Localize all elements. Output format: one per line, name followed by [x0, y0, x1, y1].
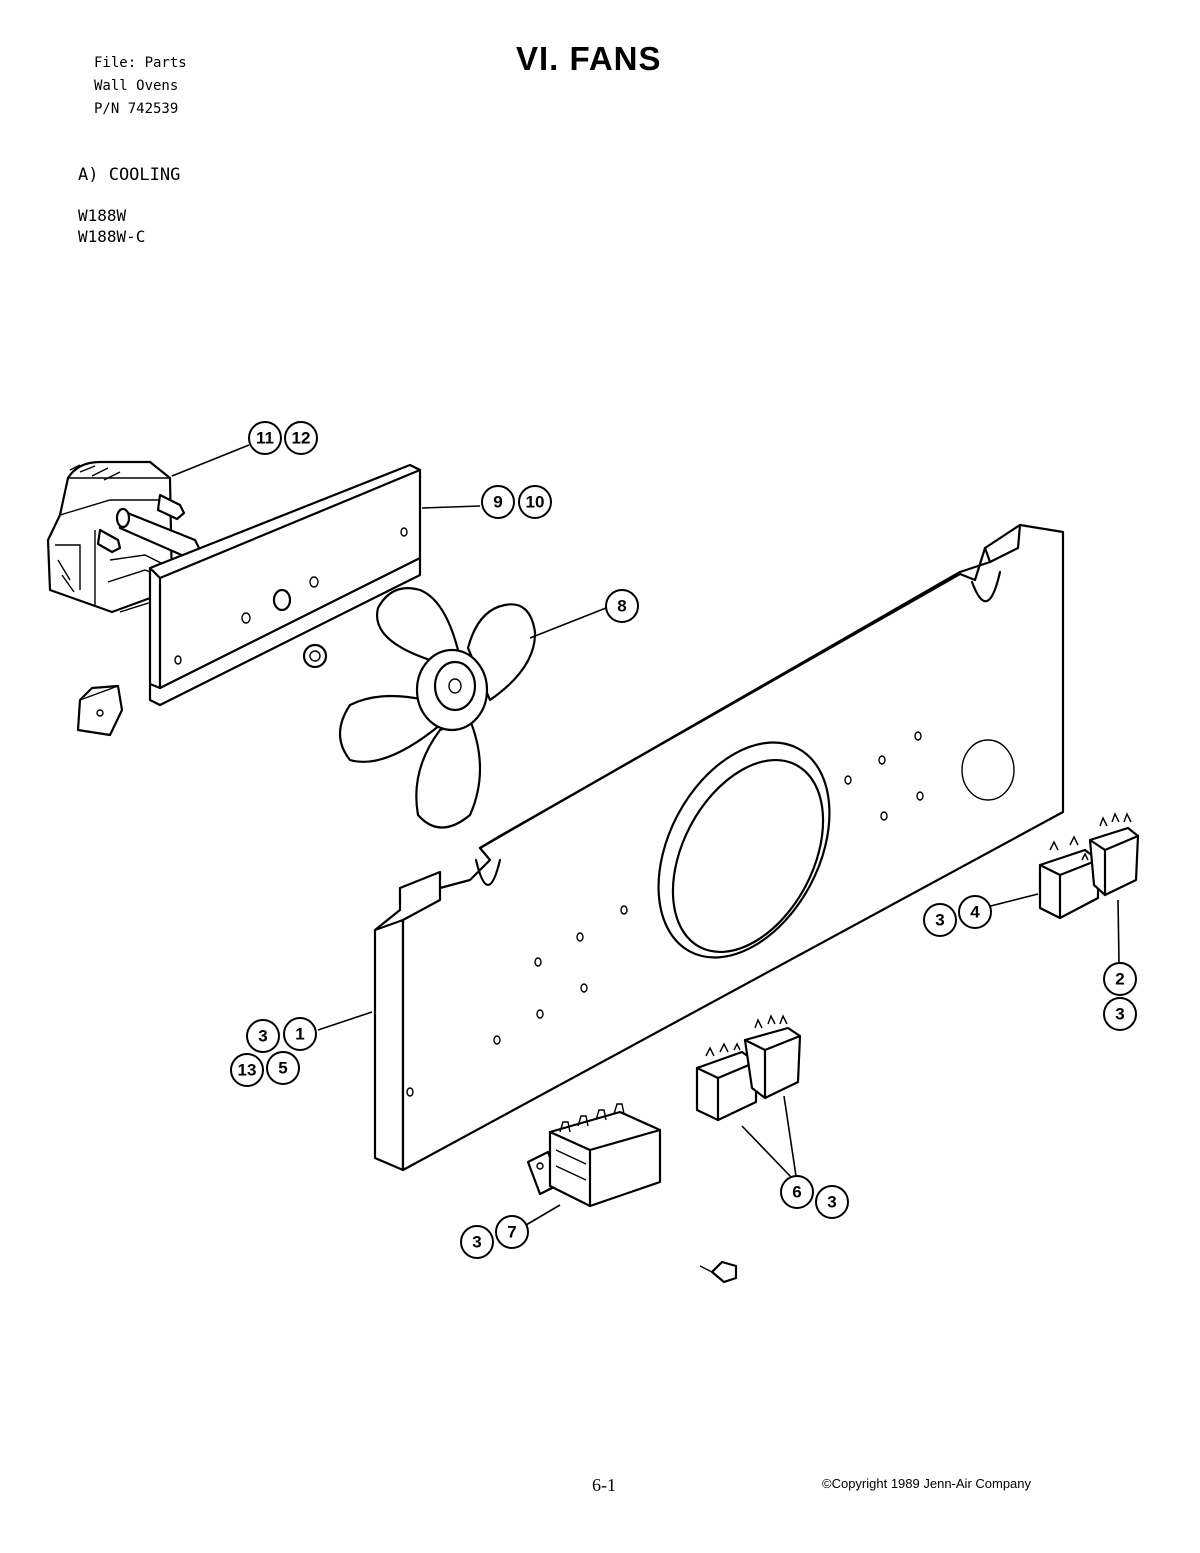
section-title: A) COOLING [78, 165, 181, 185]
callout-number: 6 [792, 1183, 801, 1202]
callout-9: 9 [481, 485, 515, 519]
file-line: Wall Ovens [94, 78, 179, 94]
motor-bracket [148, 463, 422, 707]
file-info: File: Parts Wall Ovens P/N 742539 [94, 52, 187, 121]
callout-number: 1 [295, 1025, 304, 1044]
transformer [526, 1103, 662, 1208]
callout-13: 13 [230, 1053, 264, 1087]
callout-1: 1 [283, 1017, 317, 1051]
callout-number: 3 [827, 1193, 836, 1212]
leader-lines [171, 444, 1120, 1226]
callout-3: 3 [923, 903, 957, 937]
motor-clip [76, 684, 124, 737]
callout-4: 4 [958, 895, 992, 929]
callout-7: 7 [495, 1215, 529, 1249]
callout-number: 4 [970, 903, 980, 922]
callout-number: 11 [256, 429, 274, 448]
callout-number: 3 [258, 1027, 267, 1046]
file-line: File: Parts [94, 55, 187, 71]
callout-2: 2 [1103, 962, 1137, 996]
callout-number: 3 [472, 1233, 481, 1252]
callout-5: 5 [266, 1051, 300, 1085]
model-number: W188W-C [78, 227, 146, 246]
callout-number: 13 [238, 1061, 257, 1080]
callout-number: 7 [507, 1223, 516, 1242]
relay-pair-lower [695, 1014, 802, 1122]
callout-8: 8 [605, 589, 639, 623]
callout-number: 2 [1115, 970, 1124, 989]
page-number: 6-1 [592, 1475, 616, 1495]
callout-12: 12 [284, 421, 318, 455]
callout-6: 6 [780, 1175, 814, 1209]
page-title: VI. FANS [516, 40, 662, 77]
callout-10: 10 [518, 485, 552, 519]
callout-number: 8 [617, 597, 626, 616]
file-line: P/N 742539 [94, 101, 179, 117]
callout-11: 11 [248, 421, 282, 455]
callout-3: 3 [815, 1185, 849, 1219]
callout-3: 3 [246, 1019, 280, 1053]
fan-blade [338, 587, 537, 829]
callout-3: 3 [460, 1225, 494, 1259]
back-panel [373, 523, 1065, 1172]
copyright-notice: ©Copyright 1989 Jenn-Air Company [822, 1476, 1032, 1491]
callout-number: 3 [935, 911, 944, 930]
callout-number: 5 [278, 1059, 287, 1078]
screw [699, 1260, 738, 1284]
callout-number: 12 [292, 429, 311, 448]
callout-3: 3 [1103, 997, 1137, 1031]
relay-pair-upper [1038, 812, 1140, 920]
fan-nut [302, 643, 328, 669]
model-list: W188W W188W-C [78, 205, 145, 247]
model-number: W188W [78, 206, 127, 225]
callout-number: 10 [526, 493, 545, 512]
callout-number: 3 [1115, 1005, 1124, 1024]
callout-number: 9 [493, 493, 502, 512]
